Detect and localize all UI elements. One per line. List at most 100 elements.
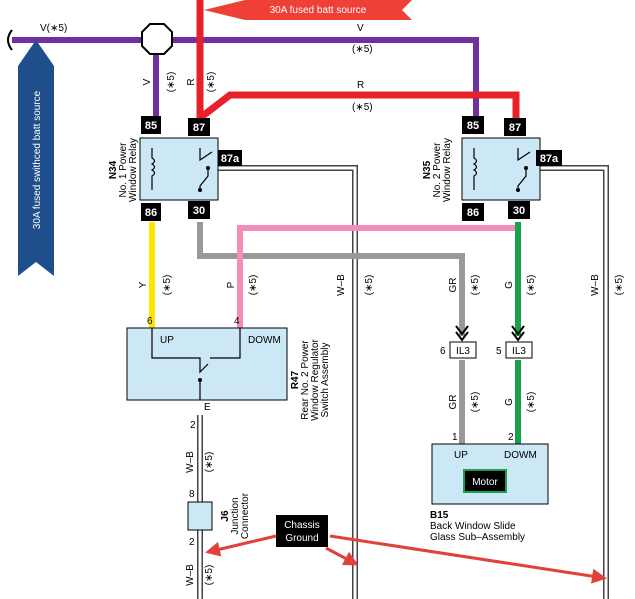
svg-text:86: 86 bbox=[145, 207, 157, 219]
chassis-ground-callout: Chassis Ground bbox=[205, 515, 607, 584]
junction-pin-bottom: 2 bbox=[189, 537, 195, 548]
label-gr-low-note: (∗5) bbox=[470, 392, 481, 413]
relay2-pin-87: 87 bbox=[504, 118, 526, 136]
label-gr-low: GR bbox=[448, 395, 459, 410]
svg-text:30: 30 bbox=[513, 205, 525, 217]
label-r-mid: R bbox=[357, 80, 364, 91]
violet-wires bbox=[12, 37, 479, 118]
top-banner: 30A fused batt source bbox=[204, 0, 412, 20]
label-v-relay1-note: (∗5) bbox=[166, 72, 177, 93]
gray-wire-30 bbox=[197, 222, 465, 336]
il3-connector-right: IL3 5 bbox=[496, 325, 533, 359]
il3-right-pin: 5 bbox=[496, 346, 502, 357]
junction-name1: Junction bbox=[230, 497, 241, 534]
label-wb-switch: W–B bbox=[185, 451, 196, 473]
switch-code: R47 bbox=[290, 370, 301, 389]
relay1-name1: No. 1 Power bbox=[118, 142, 129, 198]
label-r-mid-note: (∗5) bbox=[352, 102, 373, 113]
motor-pin2: 2 bbox=[508, 432, 514, 443]
label-v-left: V(∗5) bbox=[40, 23, 67, 34]
relay2-pin-87a: 87a bbox=[536, 150, 562, 166]
svg-text:87: 87 bbox=[509, 122, 521, 134]
label-wb2: W–B bbox=[590, 274, 601, 296]
label-p-note: (∗5) bbox=[248, 275, 259, 296]
relay2-name2: Window Relay bbox=[442, 138, 453, 202]
svg-text:30: 30 bbox=[193, 205, 205, 217]
left-banner-text: 30A fused swithced batt source bbox=[32, 90, 43, 229]
left-bracket bbox=[7, 29, 13, 51]
il3-connector-left: IL3 6 bbox=[440, 325, 477, 359]
label-g-note: (∗5) bbox=[526, 275, 537, 296]
relay1-code: N34 bbox=[108, 160, 119, 179]
label-wb-jc: W–B bbox=[185, 564, 196, 586]
switch-pin-e: 2 bbox=[190, 420, 196, 431]
top-banner-text: 30A fused batt source bbox=[270, 5, 367, 16]
junction-code: J6 bbox=[220, 510, 231, 522]
relay2-pin-30: 30 bbox=[508, 201, 530, 219]
switch-name1: Rear No. 2 Power bbox=[300, 340, 311, 420]
motor-name2: Glass Sub–Assembly bbox=[430, 532, 525, 543]
switch-down-label: DOWM bbox=[248, 335, 281, 346]
svg-text:IL3: IL3 bbox=[456, 346, 470, 357]
label-wb-jc-note: (∗5) bbox=[204, 565, 215, 586]
motor-code: B15 bbox=[430, 510, 449, 521]
label-r-relay1: R bbox=[186, 78, 197, 85]
label-wb2-note: (∗5) bbox=[614, 275, 625, 296]
label-g-low: G bbox=[504, 398, 515, 406]
relay2-name1: No. 2 Power bbox=[432, 142, 443, 198]
relay1-pin-87a: 87a bbox=[218, 150, 242, 166]
label-v-top: V bbox=[357, 23, 364, 34]
svg-text:85: 85 bbox=[467, 120, 479, 132]
motor-down-label: DOWM bbox=[504, 450, 537, 461]
label-g-low-note: (∗5) bbox=[526, 392, 537, 413]
label-v-top-note: (∗5) bbox=[352, 44, 373, 55]
junction-pin-top: 8 bbox=[189, 489, 195, 500]
relay1-pin-86: 86 bbox=[141, 203, 161, 221]
motor-box-label: Motor bbox=[472, 477, 498, 488]
label-p: P bbox=[226, 281, 237, 288]
svg-text:85: 85 bbox=[145, 120, 157, 132]
switch-name3: Switch Assembly bbox=[320, 342, 331, 417]
switch-name2: Window Regulator bbox=[310, 338, 321, 420]
svg-text:86: 86 bbox=[467, 207, 479, 219]
relay1-pin-87: 87 bbox=[188, 118, 210, 136]
ground-line2: Ground bbox=[285, 533, 318, 544]
relay2-code: N35 bbox=[422, 160, 433, 179]
ground-line1: Chassis bbox=[284, 520, 320, 531]
relay2-pin-86: 86 bbox=[462, 203, 484, 221]
red-wires bbox=[196, 0, 520, 121]
motor-pin1: 1 bbox=[452, 432, 458, 443]
relay2-pin-85: 85 bbox=[462, 116, 484, 134]
svg-text:87a: 87a bbox=[221, 153, 240, 165]
label-gr-note: (∗5) bbox=[470, 275, 481, 296]
pink-wire bbox=[237, 225, 518, 328]
relay1-name2: Window Relay bbox=[128, 138, 139, 202]
svg-text:87: 87 bbox=[193, 122, 205, 134]
svg-text:87a: 87a bbox=[540, 153, 559, 165]
svg-text:IL3: IL3 bbox=[512, 346, 526, 357]
junction-connector: 8 2 J6 Junction Connector bbox=[187, 489, 251, 548]
relay1-pin-85: 85 bbox=[141, 116, 161, 134]
label-wb1-note: (∗5) bbox=[364, 275, 375, 296]
junction-name2: Connector bbox=[240, 492, 251, 539]
motor-assembly: 1 2 UP DOWM Motor B15 Back Window Slide … bbox=[430, 432, 549, 543]
left-banner: 30A fused swithced batt source bbox=[18, 40, 54, 276]
motor-name1: Back Window Slide bbox=[430, 521, 516, 532]
il3-left-pin: 6 bbox=[440, 346, 446, 357]
splice-octagon bbox=[141, 23, 173, 55]
label-y: Y bbox=[138, 281, 149, 288]
label-wb1: W–B bbox=[336, 274, 347, 296]
label-y-note: (∗5) bbox=[162, 275, 173, 296]
motor-up-label: UP bbox=[454, 450, 468, 461]
switch-up-label: UP bbox=[160, 335, 174, 346]
switch-e-label: E bbox=[204, 402, 211, 413]
label-wb-switch-note: (∗5) bbox=[204, 452, 215, 473]
switch-assembly: 6 4 2 UP DOWM E R47 Rear No. 2 Power Win… bbox=[126, 316, 331, 431]
wire-labels: V(∗5) V (∗5) R (∗5) V (∗5) R (∗5) Y (∗5)… bbox=[40, 23, 625, 586]
switch-pin-up: 6 bbox=[147, 316, 153, 327]
label-r-relay1-note: (∗5) bbox=[206, 72, 217, 93]
label-gr: GR bbox=[448, 278, 459, 293]
relay-2: 85 87 87a 86 30 N35 No. 2 Power Window R… bbox=[422, 116, 562, 221]
relay1-pin-30: 30 bbox=[188, 201, 210, 219]
